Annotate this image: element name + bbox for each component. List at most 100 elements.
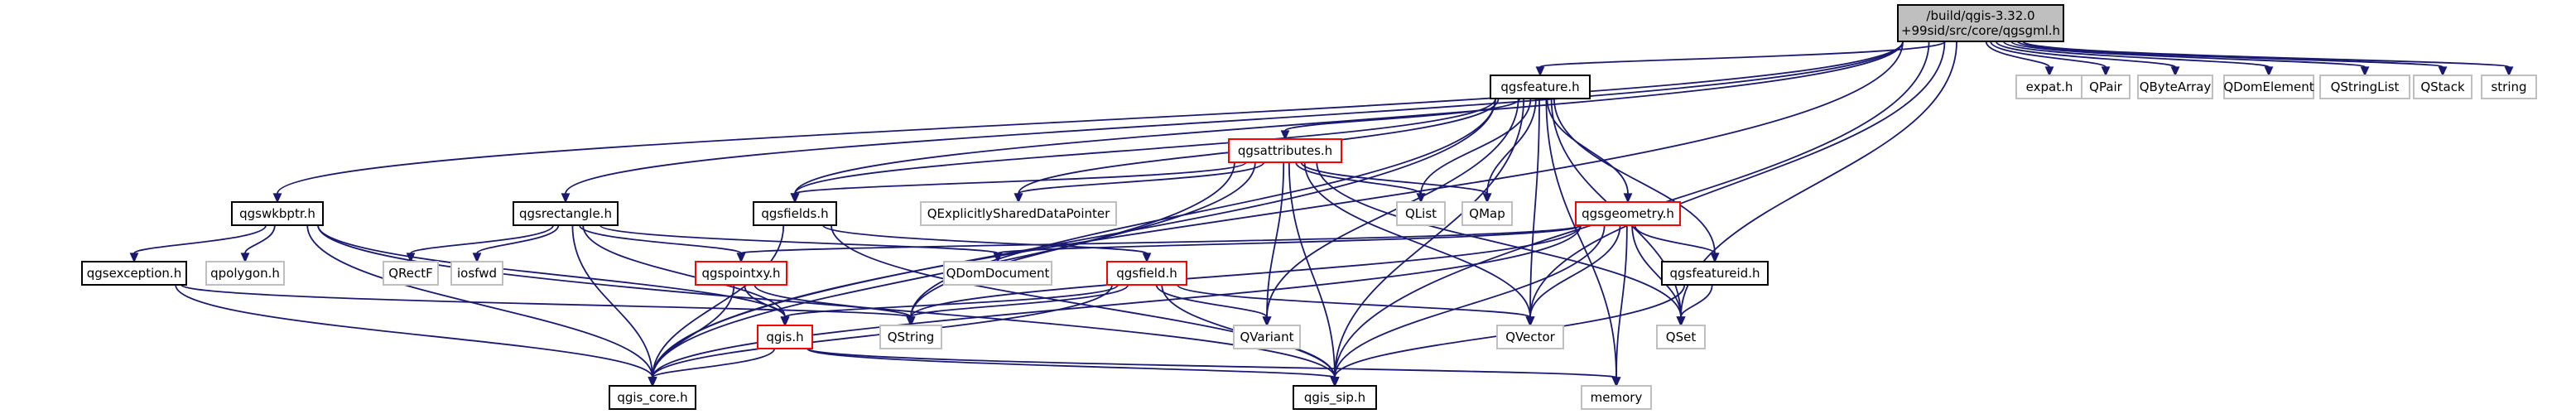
- node-box: [920, 201, 1117, 226]
- edge-qgsfeature-to-qgsgeometry: [1546, 98, 1633, 204]
- node-qmap: QMap: [1461, 201, 1513, 226]
- node-box: [2137, 75, 2213, 99]
- nodes-layer: /build/qgis-3.32.0+99sid/src/core/qgsgml…: [81, 4, 2537, 410]
- node-qgsfeature[interactable]: qgsfeature.h: [1490, 75, 1591, 99]
- node-box: [2081, 75, 2131, 99]
- edge-qgsfield-to-qstring: [906, 284, 1129, 327]
- node-label: +99sid/src/core/qgsgml.h: [1901, 23, 2060, 38]
- node-label: memory: [1591, 390, 1643, 405]
- node-label: qgsfield.h: [1116, 266, 1177, 281]
- node-label: QList: [1405, 206, 1437, 221]
- node-qgissip[interactable]: qgis_sip.h: [1293, 385, 1377, 410]
- node-label: qgsexception.h: [87, 266, 181, 281]
- edge-qgsattributes-to-qvariant: [1262, 161, 1285, 327]
- edge-qgsfeature-to-qgsattributes: [1280, 98, 1521, 141]
- node-qgsattributes[interactable]: qgsattributes.h: [1228, 138, 1342, 163]
- edge-qgis-to-qgiscore: [648, 348, 776, 388]
- node-box: [1293, 385, 1377, 410]
- node-expat: expat.h: [2015, 75, 2083, 99]
- edge-qgsfields-to-qgiscore: [648, 224, 785, 388]
- node-qgiscore[interactable]: qgis_core.h: [609, 385, 696, 410]
- node-qgis[interactable]: qgis.h: [757, 325, 813, 349]
- node-label: qgspointxy.h: [701, 266, 780, 281]
- node-qset: QSet: [1656, 325, 1706, 349]
- node-box: [1461, 201, 1513, 226]
- edge-qgsattributes-to-qmap: [1300, 161, 1492, 204]
- node-qgsrectangle[interactable]: qgsrectangle.h: [513, 201, 619, 226]
- edge-qgswkbptr-to-qpolygon: [240, 224, 276, 263]
- node-box: [753, 201, 837, 226]
- edge-qgspointxy-to-qgiscore: [648, 284, 735, 388]
- node-qpair: QPair: [2081, 75, 2131, 99]
- edge-qgsrectangle-to-qgspointxy: [579, 224, 746, 263]
- edge-root-to-qstringlist: [2010, 41, 2370, 77]
- node-label: string: [2491, 79, 2526, 94]
- node-qexplicit: QExplicitlySharedDataPointer: [920, 201, 1117, 226]
- node-qdomelement: QDomElement: [2223, 75, 2314, 99]
- edge-qgis-to-qgissip: [807, 348, 1340, 388]
- node-box: [81, 261, 187, 286]
- node-box: [609, 385, 696, 410]
- node-label: QExplicitlySharedDataPointer: [927, 206, 1110, 221]
- node-label: qgsfields.h: [761, 206, 828, 221]
- node-root[interactable]: /build/qgis-3.32.0+99sid/src/core/qgsgml…: [1897, 4, 2064, 42]
- node-label: /build/qgis-3.32.0: [1926, 8, 2034, 23]
- edge-qgsrectangle-to-qrectf: [406, 224, 554, 263]
- edge-root-to-qgsfeature: [1535, 41, 1947, 77]
- node-qpolygon: qpolygon.h: [205, 261, 285, 286]
- edge-qgsfields-to-qgissip: [831, 224, 1340, 388]
- node-qgsfeatureid[interactable]: qgsfeatureid.h: [1661, 261, 1769, 286]
- node-qgsexception[interactable]: qgsexception.h: [81, 261, 187, 286]
- node-box: [1575, 201, 1681, 226]
- node-label: qgswkbptr.h: [239, 206, 315, 221]
- node-box: [695, 261, 787, 286]
- node-box: [383, 261, 439, 286]
- node-box: [513, 201, 619, 226]
- node-box: [231, 201, 324, 226]
- node-qrectf: QRectF: [383, 261, 439, 286]
- edge-qgsfeatureid-to-qset: [1676, 284, 1713, 327]
- node-label: QStack: [2420, 79, 2465, 94]
- edge-qgsattributes-to-qlist: [1295, 161, 1426, 204]
- node-iosfwd: iosfwd: [450, 261, 503, 286]
- edge-qgsgeometry-to-qgspointxy: [736, 224, 1582, 263]
- node-qdomdocument: QDomDocument: [943, 261, 1052, 286]
- edge-qgsfields-to-qgsfield: [822, 224, 1152, 263]
- node-qgsfields[interactable]: qgsfields.h: [753, 201, 837, 226]
- node-qlist: QList: [1396, 201, 1446, 226]
- edge-qgsgeometry-to-memory: [1611, 224, 1628, 388]
- node-qbytearray: QByteArray: [2137, 75, 2213, 99]
- node-qstringlist: QStringList: [2319, 75, 2410, 99]
- edge-root-to-qdomelement: [2002, 41, 2274, 77]
- node-box: [1228, 138, 1342, 163]
- edge-qgsattributes-to-qgsfields: [790, 161, 1247, 204]
- node-box: [1661, 261, 1769, 286]
- node-label: QSet: [1666, 330, 1697, 344]
- edge-root-to-qbytearray: [1995, 41, 2180, 77]
- edge-qgswkbptr-to-qgsexception: [129, 224, 267, 263]
- node-box: [943, 261, 1052, 286]
- node-qvector: QVector: [1496, 325, 1564, 349]
- node-label: qpolygon.h: [210, 266, 280, 281]
- edge-root-to-qstack: [2016, 41, 2448, 77]
- node-qgsgeometry[interactable]: qgsgeometry.h: [1575, 201, 1681, 226]
- node-label: qgsfeature.h: [1500, 79, 1579, 94]
- node-label: QVariant: [1240, 330, 1293, 344]
- edge-qgsfield-to-qgis: [780, 284, 1119, 327]
- node-label: QStringList: [2331, 79, 2400, 94]
- node-label: qgsgeometry.h: [1582, 206, 1674, 221]
- node-qgswkbptr[interactable]: qgswkbptr.h: [231, 201, 324, 226]
- node-string: string: [2481, 75, 2537, 99]
- node-box: [2223, 75, 2314, 99]
- node-box: [450, 261, 503, 286]
- edge-qgsgeometry-to-qgsfeatureid: [1634, 224, 1720, 263]
- node-box: [1897, 4, 2064, 42]
- node-qgsfield[interactable]: qgsfield.h: [1106, 261, 1187, 286]
- node-memory: memory: [1581, 385, 1652, 410]
- edge-root-to-expat: [1985, 41, 2054, 77]
- edge-root-to-qgsrectangle: [561, 41, 1904, 204]
- node-qgspointxy[interactable]: qgspointxy.h: [695, 261, 787, 286]
- node-box: [1581, 385, 1652, 410]
- node-label: qgsrectangle.h: [519, 206, 612, 221]
- node-label: QMap: [1469, 206, 1505, 221]
